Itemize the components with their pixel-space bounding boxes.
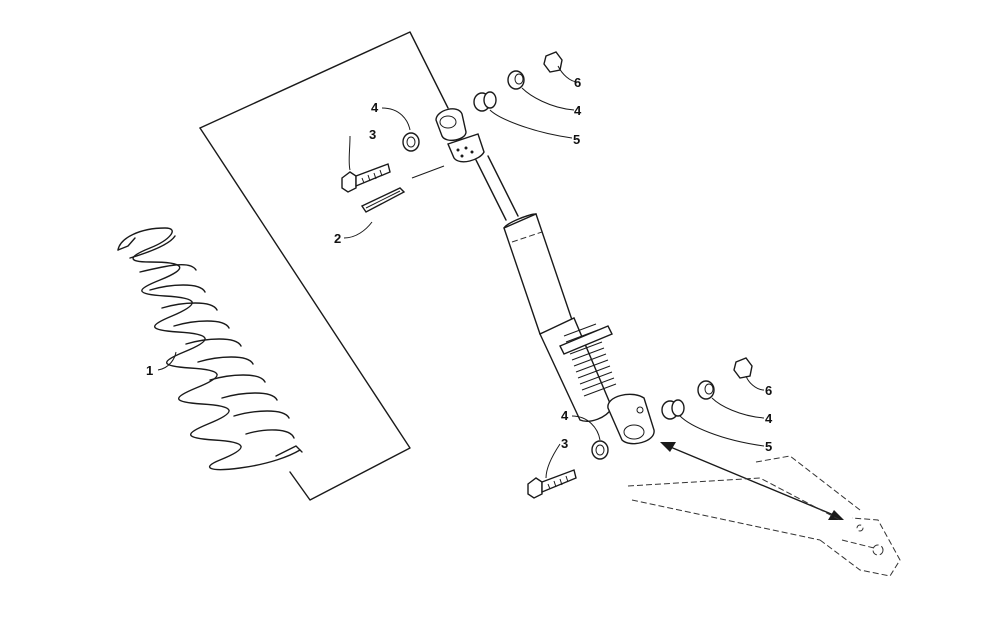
callout-leaders: [157, 65, 765, 479]
callout-3-lower: 3: [561, 436, 568, 451]
callout-4-lower-left: 4: [561, 408, 569, 423]
lower-washer-left: [591, 440, 609, 460]
upper-bolt: [341, 163, 391, 193]
lower-nut: [733, 357, 753, 379]
upper-washer-right: [507, 70, 525, 90]
callout-4-lower-right: 4: [765, 411, 773, 426]
upper-cotter-pin: [360, 187, 406, 213]
callout-6-lower: 6: [765, 383, 772, 398]
callout-1: 1: [146, 363, 153, 378]
callout-4-upper-left: 4: [371, 100, 379, 115]
callout-4-upper-right: 4: [574, 103, 582, 118]
lower-bushing: [661, 399, 685, 420]
lower-shock-eye: [607, 393, 655, 445]
shock-body: [475, 155, 617, 422]
upper-axis-line-left: [411, 165, 445, 179]
upper-washer-left: [402, 132, 420, 152]
callout-5-lower: 5: [765, 439, 772, 454]
spring-bracket-frame: [199, 31, 449, 501]
installation-arrow: [660, 442, 844, 520]
lower-washer-right: [697, 380, 715, 400]
callout-labels: 1 2 3 4 5 4 6 3 4 5 4 6: [146, 75, 773, 454]
upper-bushing: [473, 91, 497, 112]
callout-6-upper: 6: [574, 75, 581, 90]
upper-shock-eye: [435, 108, 485, 163]
callout-5-upper: 5: [573, 132, 580, 147]
lower-bolt: [527, 469, 577, 499]
coil-spring: [117, 227, 303, 471]
callout-3-upper: 3: [369, 127, 376, 142]
a-arm-dashed: [627, 455, 901, 577]
callout-2: 2: [334, 231, 341, 246]
